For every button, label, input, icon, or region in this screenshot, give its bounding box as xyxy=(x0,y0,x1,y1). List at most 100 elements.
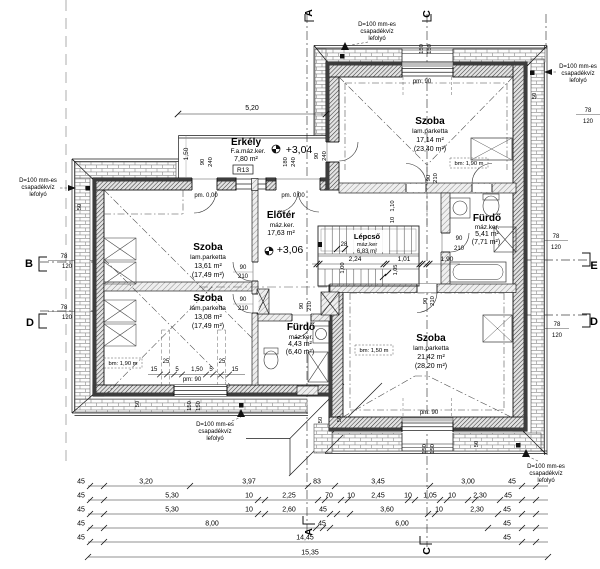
svg-text:(28,20 m²): (28,20 m²) xyxy=(415,363,447,370)
svg-text:máz.ker.: máz.ker. xyxy=(289,334,314,341)
svg-text:2,45: 2,45 xyxy=(371,493,385,500)
svg-text:3,60: 3,60 xyxy=(380,507,394,514)
svg-text:lefolyó: lefolyó xyxy=(29,192,47,198)
svg-text:17,63 m²: 17,63 m² xyxy=(267,230,295,237)
svg-text:pm: 90: pm: 90 xyxy=(413,79,432,85)
svg-text:25: 25 xyxy=(219,359,226,365)
svg-text:10: 10 xyxy=(390,217,396,223)
svg-text:210: 210 xyxy=(454,246,465,252)
svg-text:90: 90 xyxy=(456,236,463,242)
svg-text:csapadékvíz: csapadékvíz xyxy=(529,471,562,477)
svg-text:83: 83 xyxy=(313,479,321,486)
svg-text:máz.ker.: máz.ker. xyxy=(475,224,500,231)
svg-text:1,00: 1,00 xyxy=(340,262,346,273)
svg-text:R13: R13 xyxy=(237,167,249,174)
svg-text:Szoba: Szoba xyxy=(193,293,223,304)
svg-text:90: 90 xyxy=(423,298,429,304)
svg-text:120: 120 xyxy=(551,245,562,251)
svg-text:10: 10 xyxy=(245,507,253,514)
svg-text:120: 120 xyxy=(62,315,73,321)
svg-text:D=100 mm-es: D=100 mm-es xyxy=(358,22,396,28)
svg-text:210: 210 xyxy=(433,173,439,183)
svg-text:150: 150 xyxy=(422,444,428,454)
svg-text:1,90: 1,90 xyxy=(441,256,454,263)
svg-text:+3,04: +3,04 xyxy=(286,144,313,156)
svg-text:3,97: 3,97 xyxy=(242,479,256,486)
svg-text:3,00: 3,00 xyxy=(461,479,475,486)
svg-text:4,43 m²: 4,43 m² xyxy=(288,341,312,348)
svg-text:Előtér: Előtér xyxy=(267,210,295,221)
svg-text:50: 50 xyxy=(135,401,141,407)
svg-text:13,61 m²: 13,61 m² xyxy=(194,263,222,270)
svg-text:10: 10 xyxy=(448,493,456,500)
svg-text:A: A xyxy=(303,528,315,536)
svg-text:240: 240 xyxy=(291,157,297,167)
svg-text:csapadékvíz: csapadékvíz xyxy=(360,29,393,35)
svg-text:Fürdő: Fürdő xyxy=(473,213,501,224)
svg-text:3,45: 3,45 xyxy=(371,479,385,486)
svg-text:E: E xyxy=(590,260,597,272)
svg-text:240: 240 xyxy=(322,151,328,161)
svg-text:D=100 mm-es: D=100 mm-es xyxy=(196,422,234,428)
svg-text:150: 150 xyxy=(196,401,202,411)
svg-text:90: 90 xyxy=(240,265,247,271)
svg-text:50: 50 xyxy=(337,416,343,422)
svg-text:(17,49 m²): (17,49 m²) xyxy=(192,323,224,330)
svg-text:5,30: 5,30 xyxy=(165,507,179,514)
svg-text:D=100 mm-es: D=100 mm-es xyxy=(559,64,597,70)
svg-text:10: 10 xyxy=(404,493,412,500)
svg-text:45: 45 xyxy=(508,479,516,486)
svg-text:15: 15 xyxy=(151,367,158,373)
svg-text:5,30: 5,30 xyxy=(165,493,179,500)
svg-text:lam.parketta: lam.parketta xyxy=(413,345,449,352)
svg-text:150: 150 xyxy=(419,44,425,54)
svg-text:3,20: 3,20 xyxy=(139,479,153,486)
svg-text:6,00: 6,00 xyxy=(395,521,409,528)
svg-text:C: C xyxy=(421,547,433,555)
svg-text:Lépcső: Lépcső xyxy=(354,232,381,241)
svg-text:1,05: 1,05 xyxy=(393,265,399,276)
svg-text:2,25: 2,25 xyxy=(282,493,296,500)
svg-text:+3,06: +3,06 xyxy=(277,244,304,256)
svg-text:7,80 m²: 7,80 m² xyxy=(234,156,258,163)
svg-text:150: 150 xyxy=(187,401,193,411)
svg-text:csapadékvíz: csapadékvíz xyxy=(198,429,231,435)
svg-text:240: 240 xyxy=(208,157,214,167)
svg-text:210: 210 xyxy=(307,301,313,311)
svg-text:pm: 90: pm: 90 xyxy=(420,410,439,416)
svg-text:210: 210 xyxy=(238,274,249,280)
svg-text:15: 15 xyxy=(232,367,239,373)
svg-text:78: 78 xyxy=(61,254,68,260)
svg-text:90: 90 xyxy=(240,297,247,303)
svg-text:45: 45 xyxy=(77,479,85,486)
svg-text:15,35: 15,35 xyxy=(301,550,319,557)
svg-text:1,10: 1,10 xyxy=(390,200,396,211)
svg-text:45: 45 xyxy=(318,521,326,528)
svg-text:lam.parketta: lam.parketta xyxy=(190,305,226,312)
svg-text:Szoba: Szoba xyxy=(416,333,446,344)
svg-text:78: 78 xyxy=(585,108,592,114)
svg-text:1,01: 1,01 xyxy=(398,256,411,263)
svg-text:(23,40 m²): (23,40 m²) xyxy=(414,146,446,153)
svg-text:45: 45 xyxy=(503,507,511,514)
svg-text:Szoba: Szoba xyxy=(193,242,223,253)
svg-text:6,83 m²: 6,83 m² xyxy=(357,249,377,255)
svg-text:lefolyó: lefolyó xyxy=(537,478,555,484)
svg-text:120: 120 xyxy=(552,333,563,339)
svg-text:bm: 1,50 m: bm: 1,50 m xyxy=(360,348,389,354)
svg-text:45: 45 xyxy=(319,507,327,514)
svg-text:5,20: 5,20 xyxy=(245,105,259,112)
svg-text:Szoba: Szoba xyxy=(415,116,445,127)
svg-text:D: D xyxy=(26,317,34,329)
svg-text:14,45: 14,45 xyxy=(296,535,314,542)
svg-text:45: 45 xyxy=(77,535,85,542)
svg-text:90: 90 xyxy=(426,175,432,181)
svg-text:17,14 m²: 17,14 m² xyxy=(416,137,444,144)
svg-text:78: 78 xyxy=(554,322,561,328)
svg-text:pm: 90: pm: 90 xyxy=(183,377,202,383)
svg-text:25: 25 xyxy=(163,359,170,365)
svg-text:10: 10 xyxy=(245,493,253,500)
svg-text:50: 50 xyxy=(474,441,480,447)
svg-text:D=100 mm-es: D=100 mm-es xyxy=(527,464,565,470)
svg-text:45: 45 xyxy=(504,493,512,500)
